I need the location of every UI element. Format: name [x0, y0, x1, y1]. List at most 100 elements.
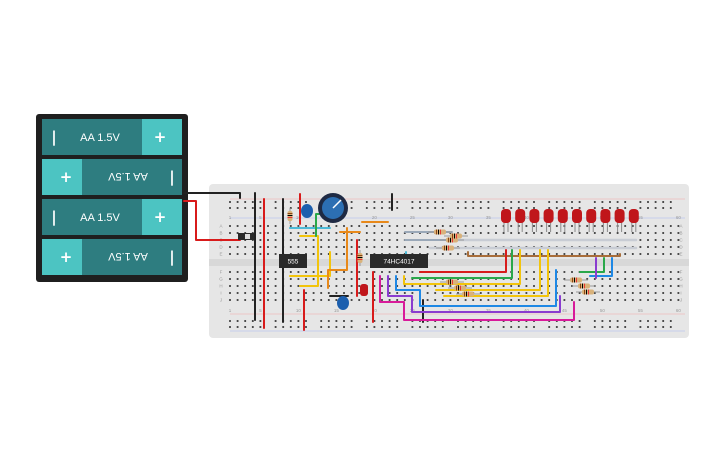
resistor[interactable] — [436, 245, 460, 251]
breadboard-hole[interactable] — [571, 201, 573, 203]
breadboard-hole[interactable] — [373, 299, 376, 301]
breadboard-hole[interactable] — [419, 201, 421, 203]
breadboard-hole[interactable] — [624, 207, 627, 209]
breadboard-hole[interactable] — [312, 232, 315, 234]
breadboard-hole[interactable] — [472, 253, 475, 255]
breadboard-hole[interactable] — [457, 253, 459, 255]
breadboard-hole[interactable] — [244, 225, 247, 227]
breadboard-hole[interactable] — [601, 253, 604, 255]
breadboard-hole[interactable] — [609, 299, 611, 301]
breadboard-hole[interactable] — [662, 232, 665, 234]
breadboard-hole[interactable] — [654, 201, 657, 203]
breadboard-hole[interactable] — [365, 320, 368, 322]
breadboard-hole[interactable] — [677, 271, 680, 273]
breadboard-hole[interactable] — [669, 271, 672, 273]
breadboard-hole[interactable] — [457, 207, 459, 209]
breadboard-hole[interactable] — [274, 278, 277, 280]
slide-switch[interactable] — [238, 233, 254, 240]
breadboard-hole[interactable] — [525, 207, 528, 209]
breadboard-hole[interactable] — [487, 285, 490, 287]
breadboard-hole[interactable] — [654, 253, 657, 255]
breadboard-hole[interactable] — [609, 320, 611, 322]
breadboard-hole[interactable] — [472, 326, 475, 328]
breadboard-hole[interactable] — [358, 299, 361, 301]
breadboard-hole[interactable] — [229, 320, 231, 322]
breadboard-hole[interactable] — [274, 320, 277, 322]
breadboard-hole[interactable] — [274, 285, 277, 287]
breadboard-hole[interactable] — [563, 292, 566, 294]
breadboard-hole[interactable] — [548, 232, 551, 234]
breadboard-hole[interactable] — [297, 299, 300, 301]
breadboard-hole[interactable] — [479, 232, 482, 234]
breadboard-hole[interactable] — [305, 320, 307, 322]
breadboard-hole[interactable] — [662, 320, 665, 322]
breadboard-hole[interactable] — [251, 292, 254, 294]
breadboard-hole[interactable] — [267, 278, 269, 280]
breadboard-hole[interactable] — [396, 207, 399, 209]
breadboard-hole[interactable] — [662, 207, 665, 209]
breadboard-hole[interactable] — [639, 239, 642, 241]
breadboard-hole[interactable] — [616, 299, 619, 301]
breadboard-hole[interactable] — [381, 246, 383, 248]
resistor[interactable] — [428, 229, 452, 235]
breadboard-hole[interactable] — [236, 292, 239, 294]
breadboard-hole[interactable] — [609, 285, 611, 287]
breadboard-hole[interactable] — [335, 292, 338, 294]
breadboard-hole[interactable] — [289, 278, 292, 280]
breadboard-hole[interactable] — [601, 278, 604, 280]
breadboard-hole[interactable] — [479, 225, 482, 227]
led-6[interactable] — [572, 209, 582, 232]
breadboard-hole[interactable] — [548, 326, 551, 328]
breadboard-hole[interactable] — [320, 285, 323, 287]
breadboard-hole[interactable] — [571, 292, 573, 294]
breadboard-hole[interactable] — [449, 285, 452, 287]
breadboard-hole[interactable] — [343, 285, 345, 287]
breadboard-hole[interactable] — [631, 271, 634, 273]
breadboard-hole[interactable] — [487, 299, 490, 301]
breadboard-hole[interactable] — [274, 201, 277, 203]
breadboard-hole[interactable] — [601, 299, 604, 301]
breadboard-hole[interactable] — [563, 299, 566, 301]
breadboard-hole[interactable] — [381, 326, 383, 328]
breadboard-hole[interactable] — [259, 232, 262, 234]
breadboard-hole[interactable] — [396, 271, 399, 273]
breadboard-hole[interactable] — [563, 207, 566, 209]
breadboard-hole[interactable] — [350, 326, 353, 328]
breadboard-hole[interactable] — [548, 285, 551, 287]
breadboard-hole[interactable] — [555, 253, 558, 255]
breadboard-hole[interactable] — [662, 239, 665, 241]
breadboard-hole[interactable] — [229, 278, 231, 280]
breadboard-hole[interactable] — [350, 299, 353, 301]
resistor[interactable] — [572, 283, 596, 289]
breadboard[interactable]: 1155101015152020252530303535404045455050… — [209, 184, 689, 338]
breadboard-hole[interactable] — [601, 285, 604, 287]
breadboard-hole[interactable] — [434, 253, 437, 255]
led-5[interactable] — [557, 209, 568, 232]
breadboard-hole[interactable] — [669, 201, 672, 203]
breadboard-hole[interactable] — [312, 239, 315, 241]
breadboard-hole[interactable] — [358, 278, 361, 280]
breadboard-hole[interactable] — [548, 201, 551, 203]
breadboard-hole[interactable] — [365, 299, 368, 301]
breadboard-hole[interactable] — [586, 299, 589, 301]
breadboard-hole[interactable] — [297, 225, 300, 227]
breadboard-hole[interactable] — [647, 278, 649, 280]
breadboard-hole[interactable] — [517, 292, 520, 294]
breadboard-hole[interactable] — [297, 271, 300, 273]
breadboard-hole[interactable] — [472, 207, 475, 209]
breadboard-hole[interactable] — [525, 201, 528, 203]
breadboard-hole[interactable] — [251, 299, 254, 301]
breadboard-hole[interactable] — [274, 246, 277, 248]
breadboard-hole[interactable] — [654, 285, 657, 287]
breadboard-hole[interactable] — [647, 285, 649, 287]
breadboard-hole[interactable] — [373, 207, 376, 209]
breadboard-hole[interactable] — [495, 299, 497, 301]
breadboard-hole[interactable] — [631, 285, 634, 287]
breadboard-hole[interactable] — [251, 326, 254, 328]
breadboard-hole[interactable] — [236, 271, 239, 273]
breadboard-hole[interactable] — [403, 292, 406, 294]
breadboard-hole[interactable] — [327, 320, 330, 322]
breadboard-hole[interactable] — [297, 239, 300, 241]
breadboard-hole[interactable] — [396, 285, 399, 287]
